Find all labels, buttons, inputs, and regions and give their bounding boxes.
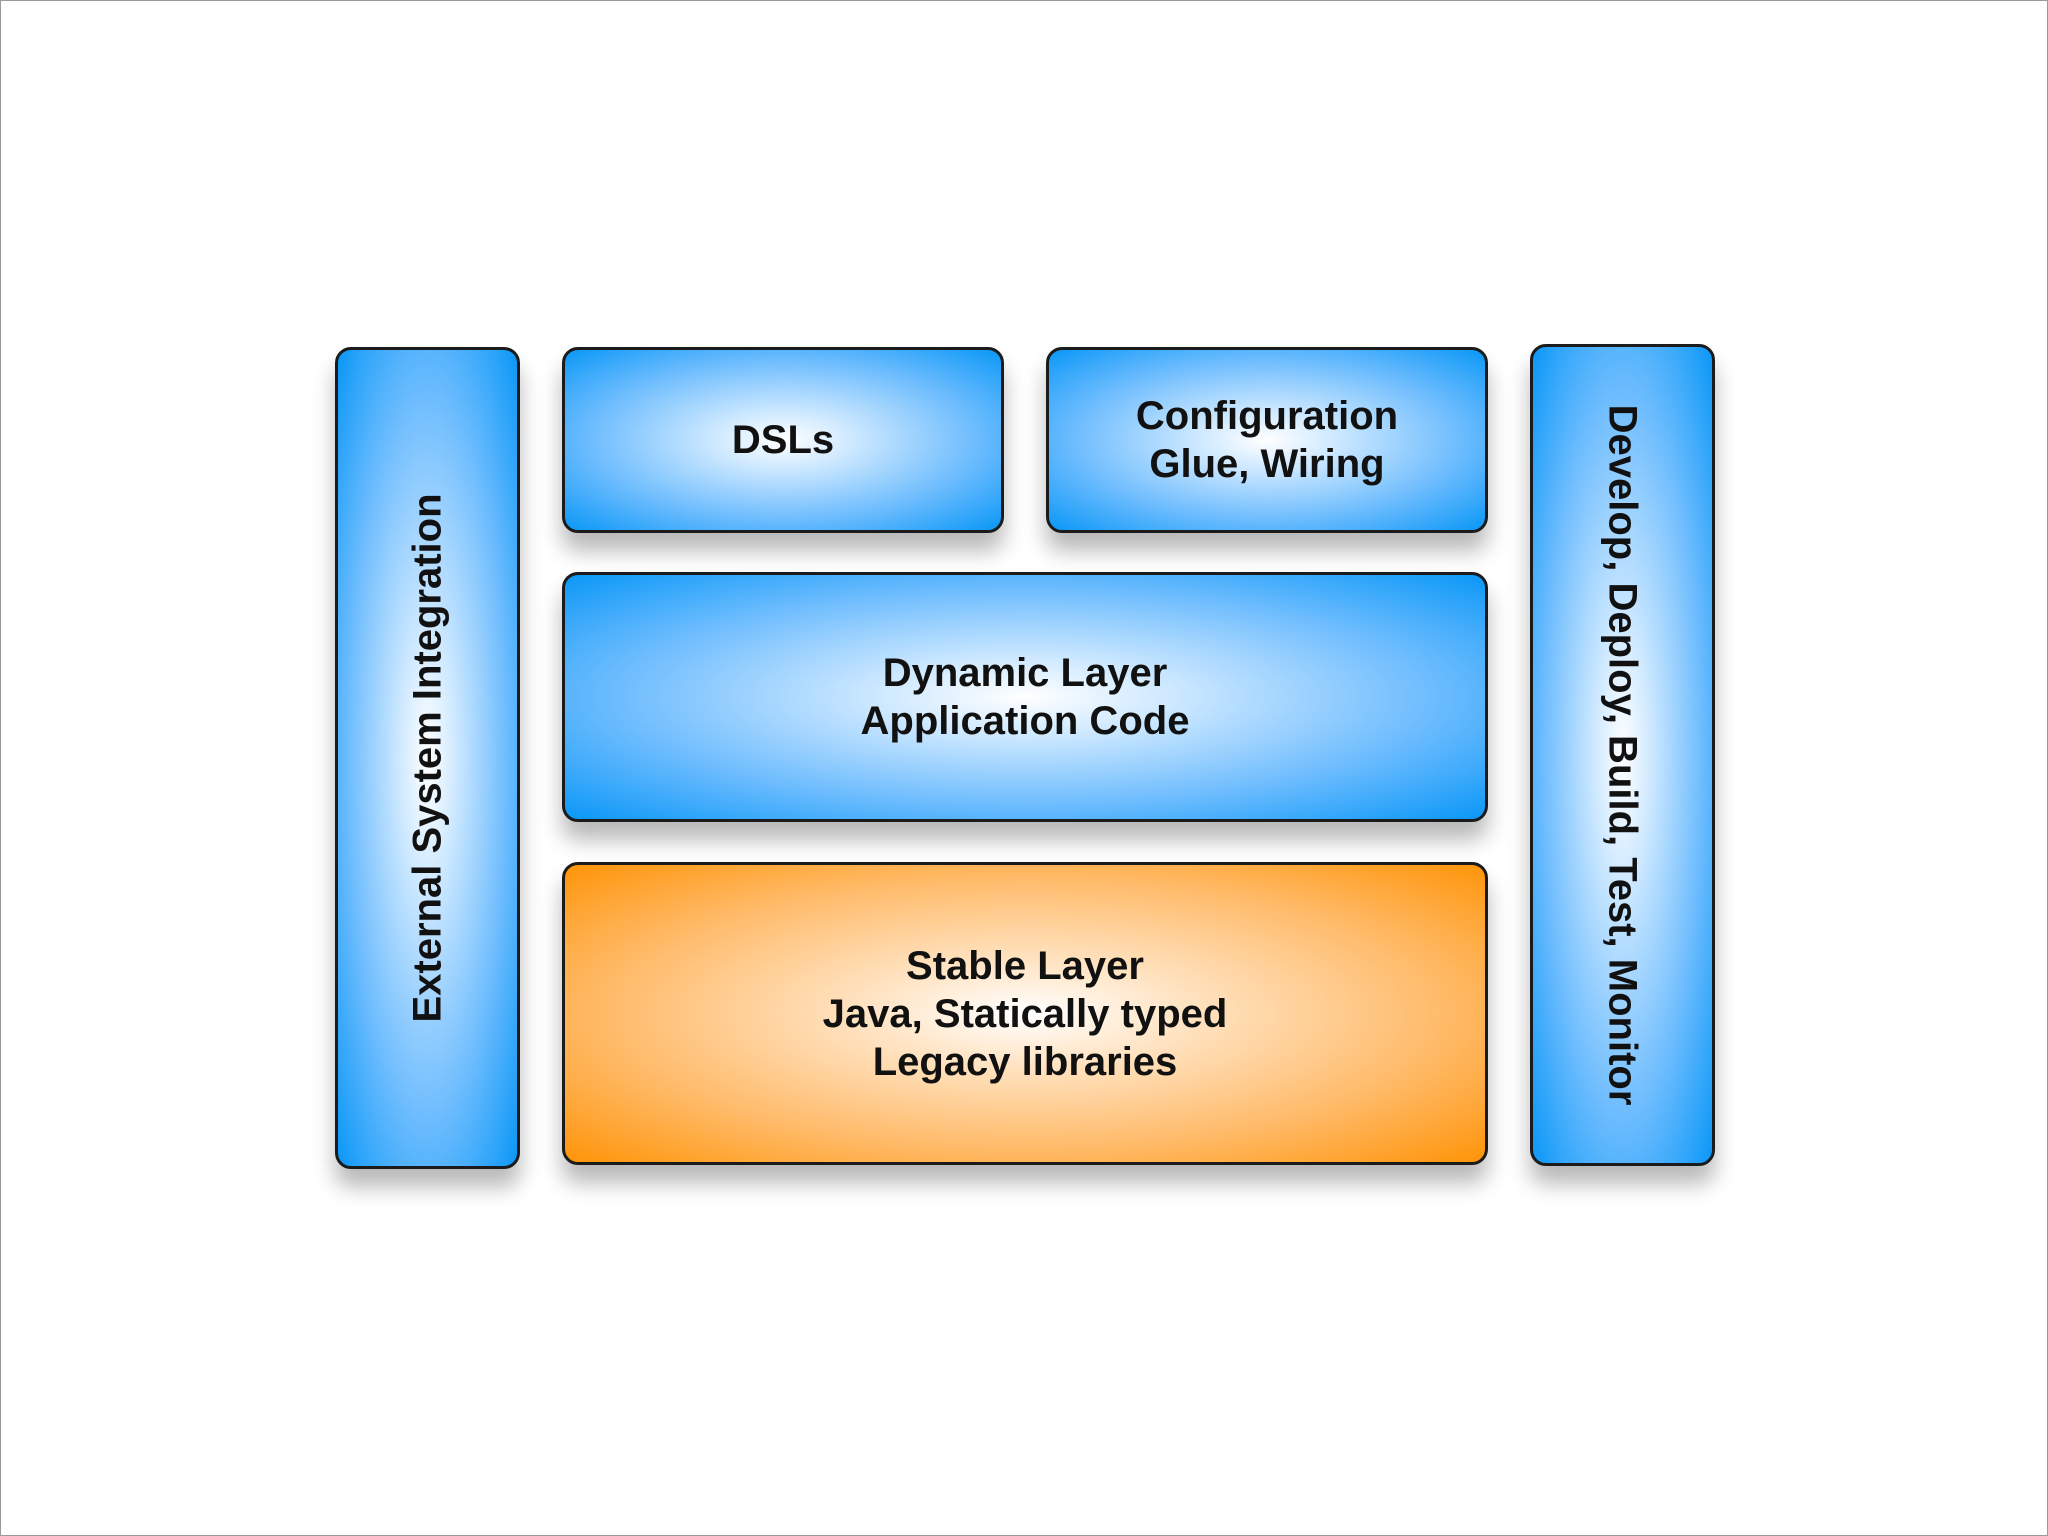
dynamic-layer-title: Dynamic Layer	[882, 651, 1168, 695]
stable-layer-language: Java, Statically typed	[822, 991, 1228, 1036]
configuration-subtitle: Glue, Wiring	[1149, 442, 1385, 486]
external-system-integration-box: External System Integration	[335, 347, 520, 1169]
configuration-box: Configuration Glue, Wiring	[1046, 347, 1488, 533]
dynamic-layer-subtitle: Application Code	[860, 699, 1190, 743]
dsls-label: DSLs	[731, 418, 835, 462]
dynamic-layer-box: Dynamic Layer Application Code	[562, 572, 1488, 822]
dsls-box: DSLs	[562, 347, 1004, 533]
external-system-integration-label: External System Integration	[405, 493, 450, 1023]
configuration-title: Configuration	[1135, 394, 1399, 438]
stable-layer-libraries: Legacy libraries	[872, 1039, 1178, 1084]
develop-deploy-box: Develop, Deploy, Build, Test, Monitor	[1530, 344, 1715, 1166]
stable-layer-title: Stable Layer	[906, 943, 1144, 988]
stable-layer-box: Stable Layer Java, Statically typed Lega…	[562, 862, 1488, 1165]
develop-deploy-label: Develop, Deploy, Build, Test, Monitor	[1600, 404, 1645, 1106]
